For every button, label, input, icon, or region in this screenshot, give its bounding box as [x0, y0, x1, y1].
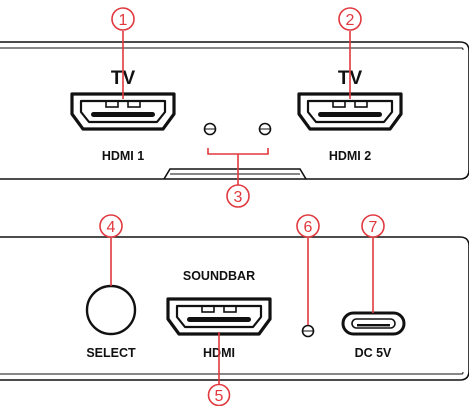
hdmi-2-label: HDMI 2 [329, 149, 371, 163]
hdmi-port-icon [166, 297, 272, 336]
callout-5: 5 [215, 388, 224, 405]
callout-1: 1 [119, 12, 128, 29]
hdmi-port-icon [70, 92, 176, 131]
callouts [99, 7, 385, 406]
callout-numbers: 1 2 3 4 5 6 7 [107, 12, 378, 405]
callout-2: 2 [346, 12, 355, 29]
select-label: SELECT [86, 346, 136, 360]
callout-3: 3 [234, 189, 243, 206]
hdmi-1-label: HDMI 1 [102, 149, 144, 163]
select-button: SELECT [85, 284, 137, 360]
dc-5v-label: DC 5V [355, 346, 392, 360]
led-indicator-icon [203, 122, 217, 136]
indicator-lights [203, 122, 272, 136]
callout-7: 7 [369, 219, 378, 236]
led-indicator-icon [301, 324, 315, 338]
callout-4: 4 [107, 219, 116, 236]
dc-power-port: DC 5V [341, 311, 406, 360]
soundbar-title: SOUNDBAR [183, 269, 255, 283]
round-button-icon [85, 284, 137, 336]
status-led [301, 324, 315, 338]
top-panel [0, 41, 469, 180]
hdmi-port-icon [297, 92, 403, 131]
bottom-panel [0, 236, 469, 381]
callout-6: 6 [304, 219, 313, 236]
usb-c-port-icon [341, 311, 406, 336]
led-indicator-icon [258, 122, 272, 136]
